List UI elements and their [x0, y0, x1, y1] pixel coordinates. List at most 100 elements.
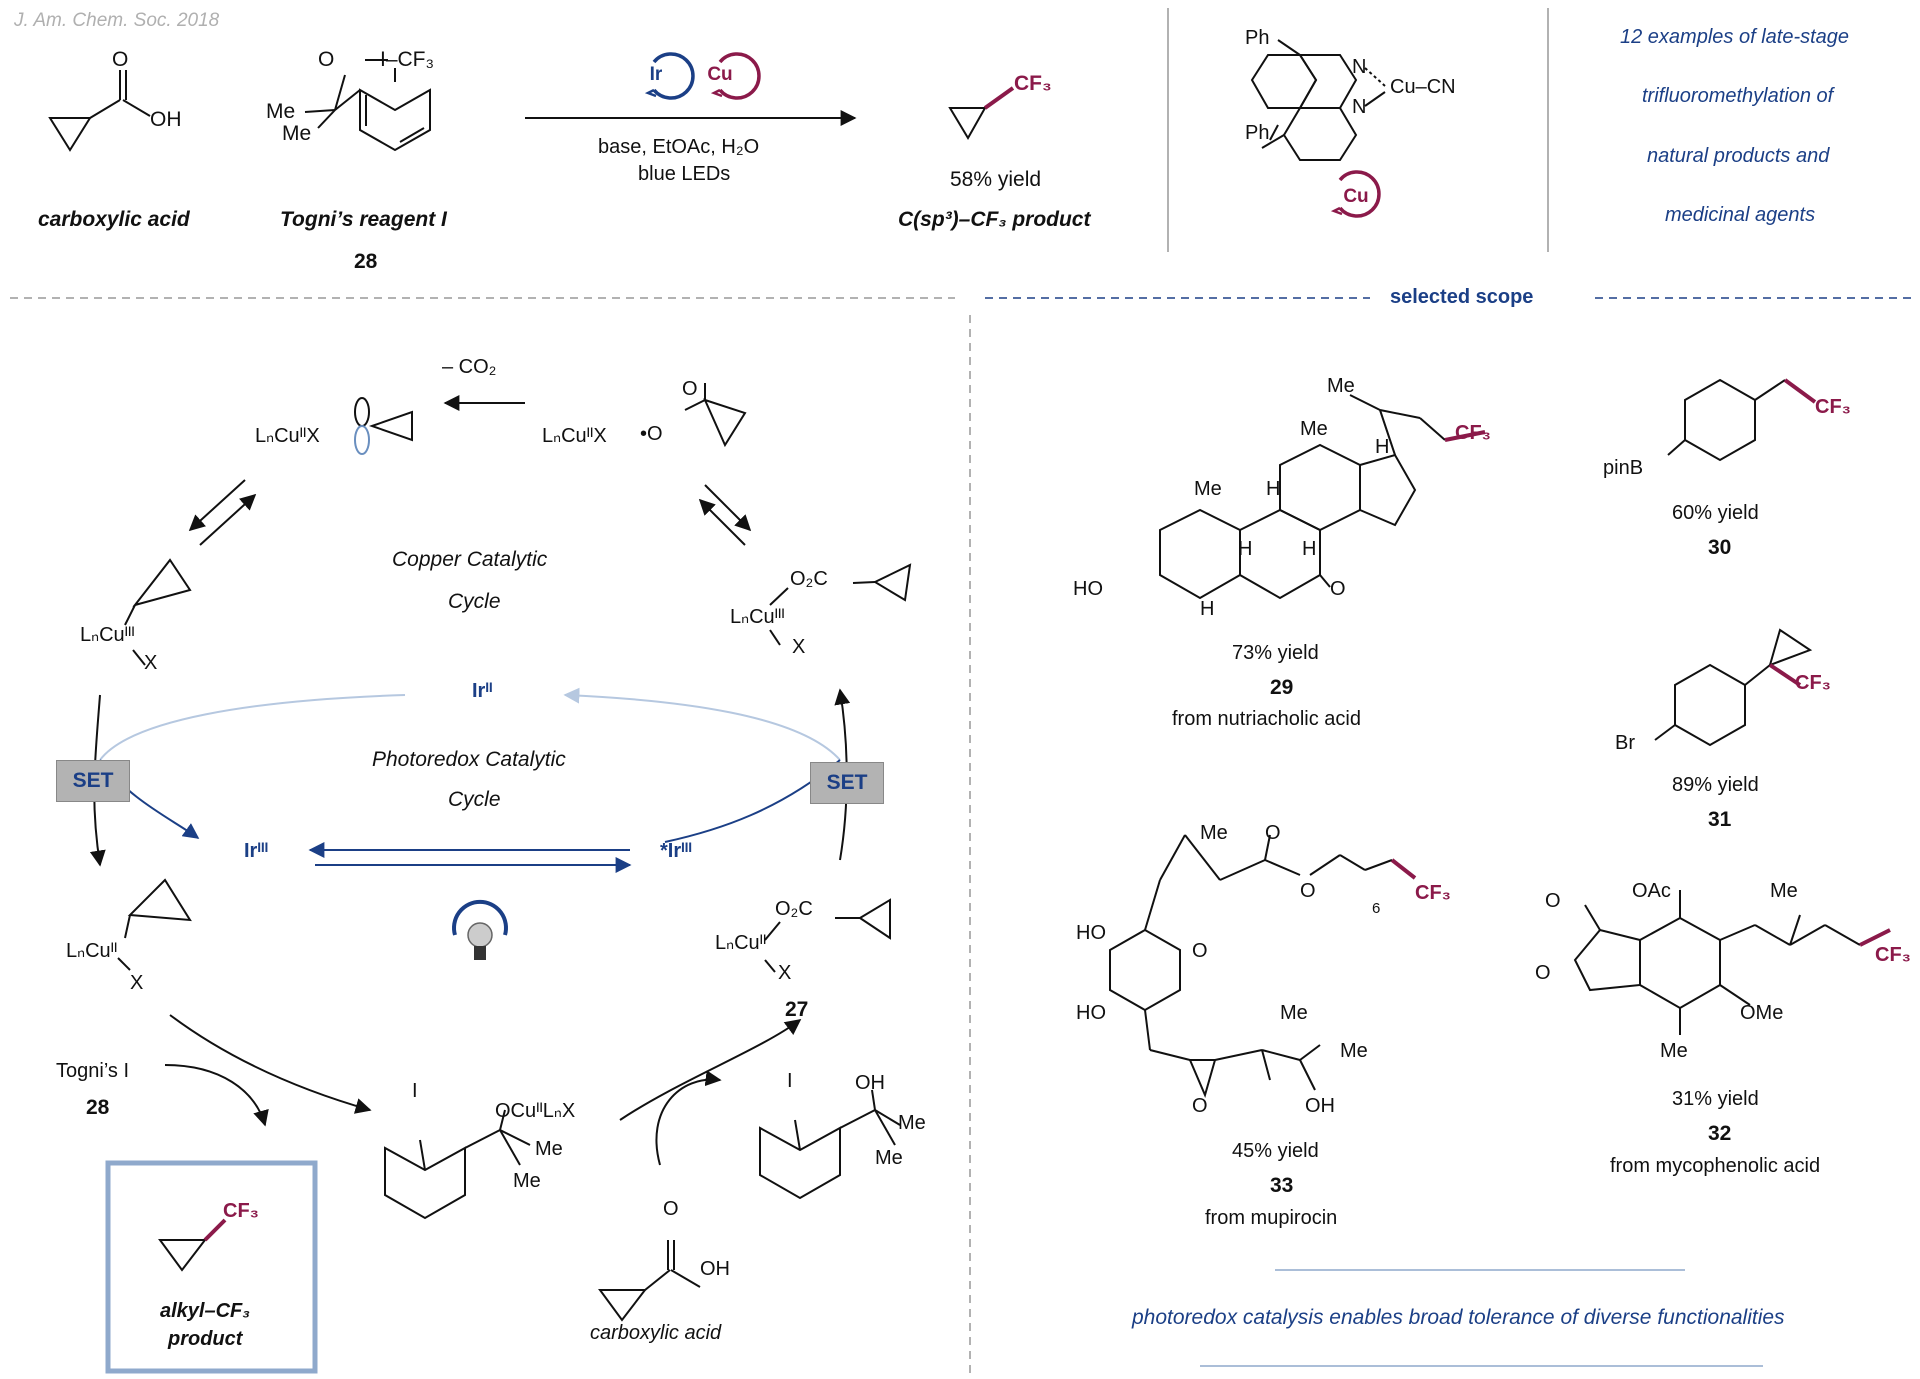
section-dividers: [10, 8, 1915, 1375]
scope-structures: [1109, 378, 1891, 1098]
myco-o2: O: [1535, 962, 1551, 984]
bottom-acid-label: carboxylic acid: [590, 1322, 722, 1344]
bottom-acid-o: O: [663, 1198, 679, 1220]
citation: J. Am. Chem. Soc. 2018: [14, 10, 220, 31]
steroid-h2: H: [1266, 478, 1281, 500]
box-product-line2: product: [168, 1328, 243, 1350]
catalyst-ir-label: Ir: [649, 64, 663, 85]
complex-cu-label: Cu: [1343, 186, 1369, 207]
set-right-badge: SET: [810, 762, 884, 804]
scope-header: selected scope: [1390, 286, 1534, 308]
togni-benzene: [359, 88, 431, 152]
cu3-alkyl-cyclopropane: [132, 558, 192, 607]
cu-phenanthroline-complex: [1250, 39, 1386, 161]
steroid-me-top: Me: [1327, 375, 1355, 397]
reactant2-number: 28: [354, 250, 378, 273]
lncu2-radical: LₙCuᴵᴵX: [255, 425, 320, 447]
item33-yield: 45% yield: [1232, 1140, 1319, 1162]
lncu2-alkyl-x: X: [130, 972, 144, 994]
mupirocin-me1: Me: [1200, 822, 1228, 844]
alcohol-me1: Me: [898, 1112, 926, 1134]
cu2-alkyl-cyclopropane: [127, 878, 192, 922]
product-alcohol-benzene: [759, 1126, 841, 1200]
photoredox-line2: Cycle: [448, 788, 501, 811]
mupirocin-epoxide: [1188, 1059, 1217, 1098]
summary-line2: trifluoromethylation of: [1642, 85, 1834, 107]
lncu2-carboxyl-x: X: [778, 962, 792, 984]
steroid-h1: H: [1375, 436, 1390, 458]
radical-cyclopropane: [368, 410, 413, 442]
lncu2-carboxyl-o2c: O₂C: [775, 898, 813, 920]
catalyst-icons: [644, 52, 1381, 218]
intermediate-iodo: I: [412, 1080, 418, 1102]
steroid-cf3: CF₃: [1455, 422, 1491, 444]
summary-line3: natural products and: [1647, 145, 1830, 167]
item30-cf3: CF₃: [1815, 396, 1851, 418]
acid-cyclopropane: [48, 117, 92, 152]
product-yield: 58% yield: [950, 168, 1042, 191]
top-structures: [48, 59, 1015, 152]
mupirocin-sub6: 6: [1372, 900, 1381, 917]
aryl-30-benzene: [1684, 378, 1756, 462]
item33-number: 33: [1270, 1174, 1294, 1197]
ir-iii: Irᴵᴵᴵ: [244, 840, 269, 862]
reactant1-label: carboxylic acid: [38, 208, 190, 231]
steroid-o: O: [1330, 578, 1346, 600]
steroid-me-mid: Me: [1300, 418, 1328, 440]
mupirocin-me2: Me: [1280, 1002, 1308, 1024]
lncu3-carboxyl: LₙCuᴵᴵᴵ: [730, 606, 785, 628]
intermediate-me2: Me: [513, 1170, 541, 1192]
photoredox-cycle-arrows: [99, 687, 841, 873]
intermediate-27-number: 27: [785, 998, 809, 1021]
lightbulb-icon: [452, 899, 508, 960]
lncu2-alkyl: LₙCuᴵᴵ: [66, 940, 118, 962]
lncu3-alkyl: LₙCuᴵᴵᴵ: [80, 624, 135, 646]
myco-me1: Me: [1770, 880, 1798, 902]
lncu3-carboxyl-x: X: [792, 636, 806, 658]
product-cf3: CF₃: [1014, 72, 1052, 95]
alcohol-oh: OH: [855, 1072, 885, 1094]
steroid-ring-c: [1279, 443, 1361, 532]
copper-cycle-arrows: [89, 395, 851, 1166]
copper-cycle-line1: Copper Catalytic: [392, 548, 548, 571]
mupirocin-o1: O: [1265, 822, 1281, 844]
item32-yield: 31% yield: [1672, 1088, 1759, 1110]
bottom-acid-cyclopropane: [598, 1289, 648, 1322]
alcohol-me2: Me: [875, 1147, 903, 1169]
item32-number: 32: [1708, 1122, 1732, 1145]
lncu3-alkyl-x: X: [144, 652, 158, 674]
mupirocin-ho2: HO: [1076, 1002, 1106, 1024]
togni-o: O: [318, 48, 335, 71]
box-product-cf3: CF₃: [223, 1200, 259, 1222]
togni-me1: Me: [266, 100, 296, 123]
o-carbonyl: O: [682, 378, 698, 400]
item30-number: 30: [1708, 536, 1732, 559]
steroid-me-left: Me: [1194, 478, 1222, 500]
summary-line1: 12 examples of late-stage: [1620, 26, 1850, 48]
o-radical: •O: [640, 423, 663, 445]
ir-iii-excited: *Irᴵᴵᴵ: [660, 840, 692, 862]
product-cyclopropane: [948, 107, 987, 140]
item29-number: 29: [1270, 676, 1294, 699]
lncu3-carboxyl-o2c: O₂C: [790, 568, 828, 590]
ir-circle-icon: [652, 52, 695, 100]
item29-yield: 73% yield: [1232, 642, 1319, 664]
steroid-h4: H: [1302, 538, 1317, 560]
togni-number: 28: [86, 1096, 110, 1119]
summary-line4: medicinal agents: [1665, 204, 1816, 226]
reactant2-label: Togni’s reagent I: [280, 208, 447, 231]
bottom-acid-oh: OH: [700, 1258, 730, 1280]
item31-cf3: CF₃: [1795, 672, 1831, 694]
set-left-badge: SET: [56, 760, 130, 802]
aryl-31-benzene: [1674, 663, 1746, 747]
steroid-ring-d: [1359, 453, 1417, 527]
lncu2-carboxyl: LₙCuᴵᴵX: [542, 425, 607, 447]
intermediate-benzene: [384, 1146, 466, 1220]
steroid-h3: H: [1238, 538, 1253, 560]
cu-circle-icon: [718, 52, 761, 100]
p-orbital-icon: [354, 397, 370, 427]
item31-number: 31: [1708, 808, 1732, 831]
mupirocin-o2: O: [1300, 880, 1316, 902]
product-label: C(sp³)–CF₃ product: [898, 208, 1091, 231]
